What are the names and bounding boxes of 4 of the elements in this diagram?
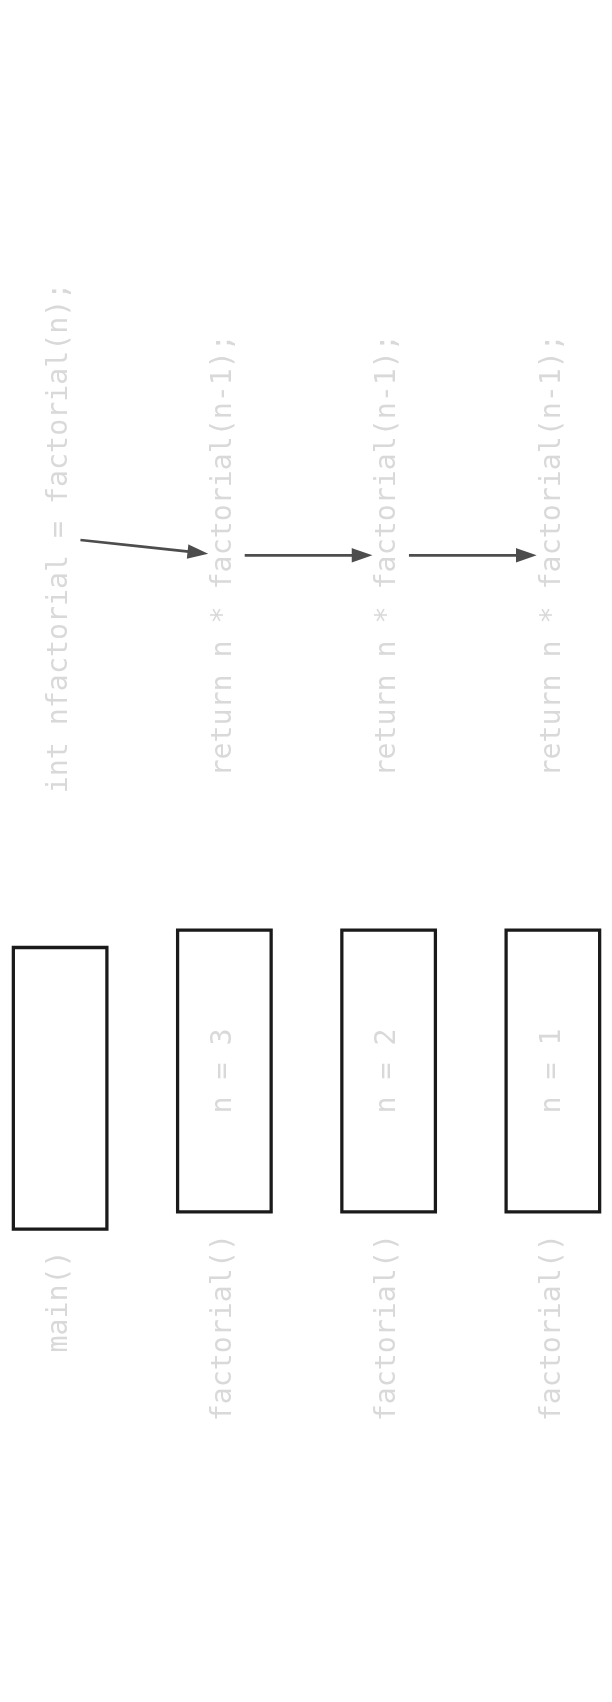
node-box (11, 945, 109, 1231)
arrow (408, 547, 537, 563)
arrow (79, 538, 208, 559)
arrow (244, 547, 372, 563)
